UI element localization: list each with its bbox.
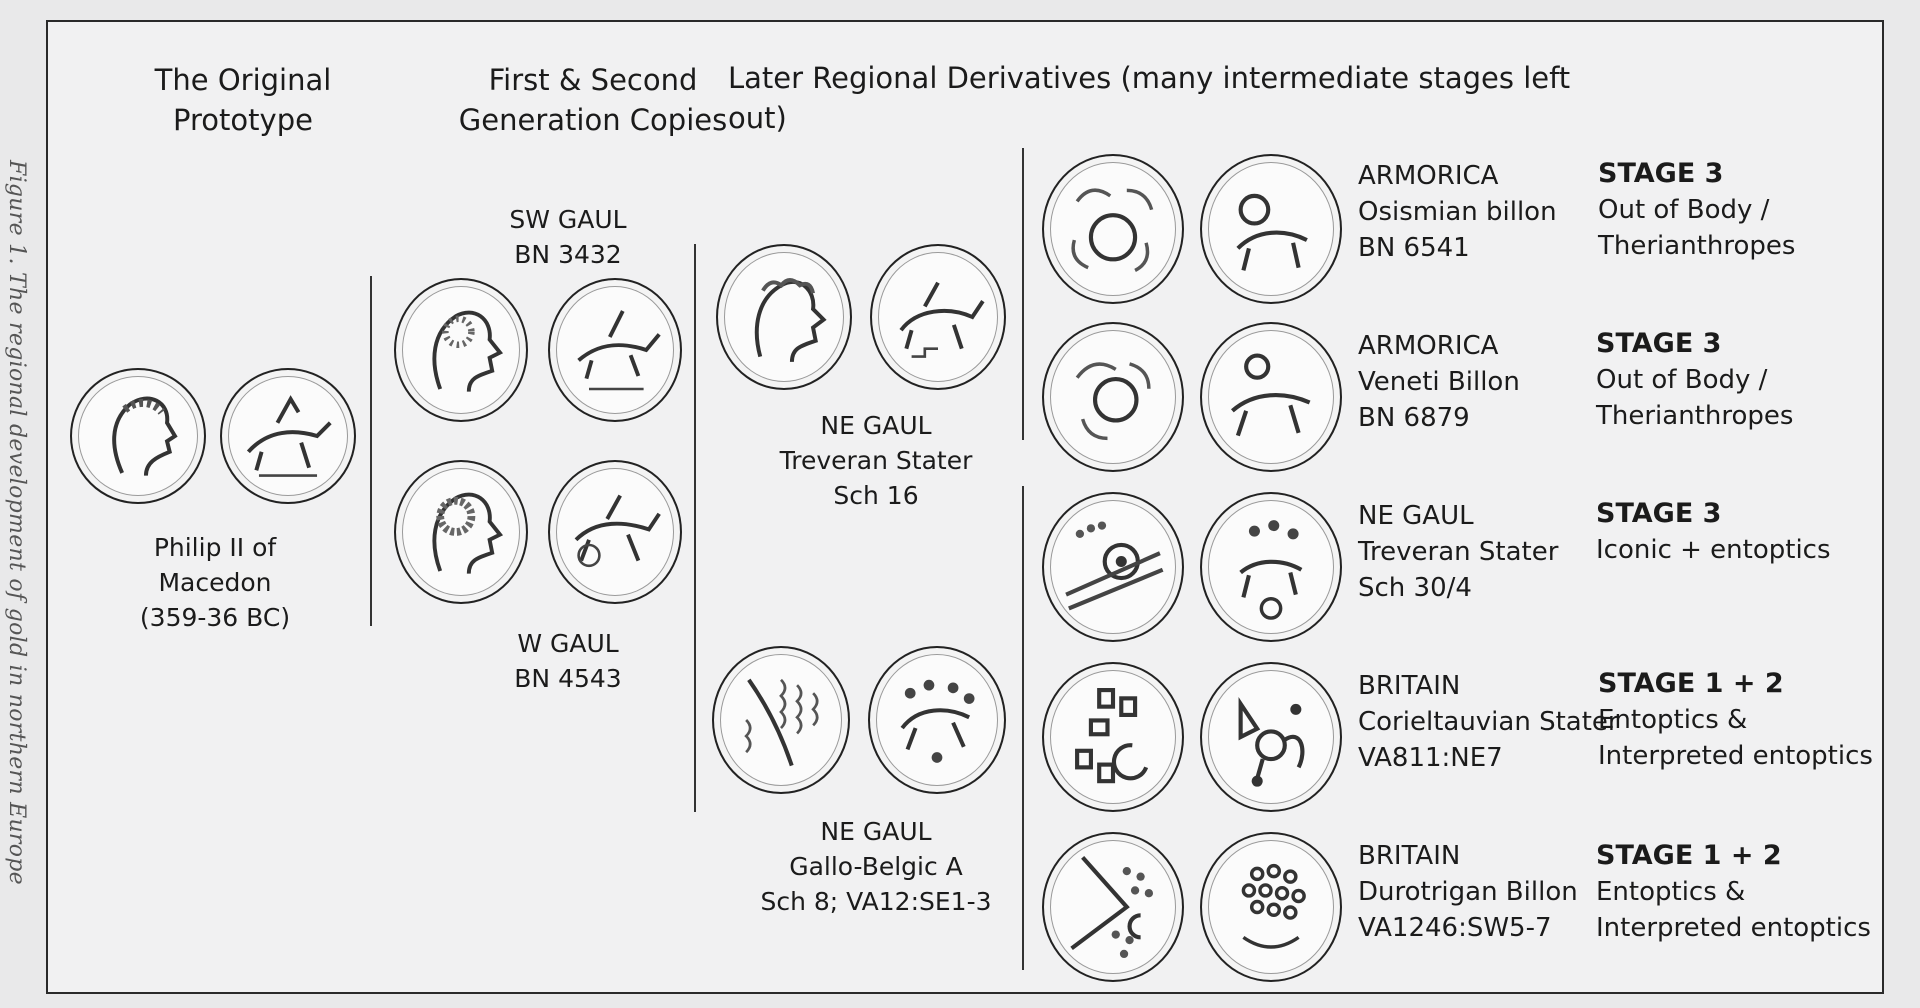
coin-obverse-icon [1042,154,1184,304]
row-label-1: ARMORICA Osismian billon BN 6541 [1358,161,1557,263]
coin-reverse-icon [1200,322,1342,472]
coin-reverse-icon [1200,492,1342,642]
header-later: Later Regional Derivatives (many interme… [728,61,1571,135]
coin-obverse-icon [1042,832,1184,982]
row-label-4: BRITAIN Corieltauvian Stater VA811:NE7 [1358,671,1619,773]
coin-obverse-icon [712,646,850,794]
row-label-5: BRITAIN Durotrigan Billon VA1246:SW5-7 [1358,841,1578,943]
coin-obverse-icon [1042,492,1184,642]
divider [370,276,372,626]
coin-reverse-icon [868,646,1006,794]
mid-label-gallo-belgic: NE GAUL Gallo-Belgic A Sch 8; VA12:SE1-3 [760,817,992,916]
figure-frame: The Original Prototype First & Second Ge… [46,20,1884,994]
coin-obverse-icon [394,278,528,422]
mid-label-treveran: NE GAUL Treveran Stater Sch 16 [779,411,973,510]
row-label-3: NE GAUL Treveran Stater Sch 30/4 [1358,501,1559,603]
row-label-2: ARMORICA Veneti Billon BN 6879 [1358,331,1520,433]
divider [694,244,696,812]
coin-obverse-icon [1042,662,1184,812]
coin-reverse-icon [1200,832,1342,982]
coin-reverse-icon [1200,154,1342,304]
coin-reverse-icon [870,244,1006,390]
copy-label-sw-gaul: SW GAUL BN 3432 [509,205,627,269]
copy-label-w-gaul: W GAUL BN 4543 [514,629,622,693]
coin-obverse-icon [70,368,206,504]
divider [1022,148,1024,440]
row-stage-2: STAGE 3 Out of Body / Therianthropes [1596,328,1794,431]
coin-reverse-icon [1200,662,1342,812]
header-copies: First & Second Generation Copies [458,63,728,137]
coin-reverse-icon [220,368,356,504]
coin-obverse-icon [1042,322,1184,472]
coin-obverse-icon [394,460,528,604]
coin-reverse-icon [548,460,682,604]
header-original: The Original Prototype [154,63,332,137]
row-stage-3: STAGE 3 Iconic + entoptics [1596,498,1831,565]
row-stage-5: STAGE 1 + 2 Entoptics & Interpreted ento… [1596,840,1871,943]
divider [1022,486,1024,970]
figure-caption: Figure 1. The regional development of go… [4,160,29,885]
row-stage-1: STAGE 3 Out of Body / Therianthropes [1598,158,1796,261]
row-stage-4: STAGE 1 + 2 Entoptics & Interpreted ento… [1598,668,1873,771]
coin-reverse-icon [548,278,682,422]
prototype-label: Philip II of Macedon (359-36 BC) [139,533,291,632]
coin-obverse-icon [716,244,852,390]
